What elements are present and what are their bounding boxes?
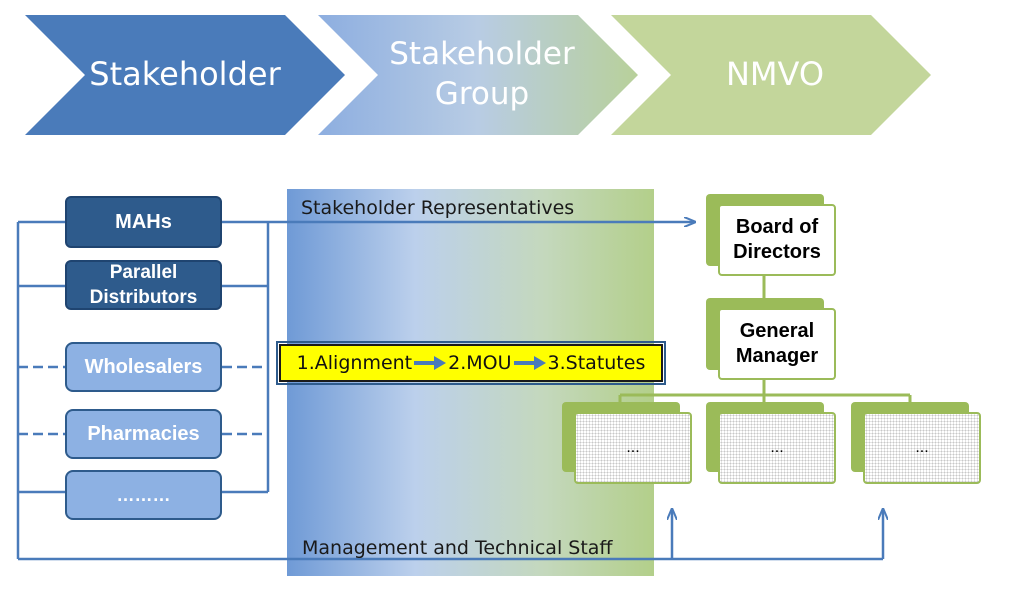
step-mou: 2.MOU (448, 352, 512, 374)
gm-line1: General (739, 320, 815, 342)
unit-box-1: ... (574, 412, 692, 484)
stakeholder-connectors (16, 220, 883, 561)
staff-label: Management and Technical Staff (302, 537, 613, 559)
chevron-stakeholder (25, 15, 345, 135)
org-connectors (618, 275, 912, 402)
stakeholder-group-band (287, 189, 654, 576)
chevron-label-stakeholder-group-line2: Group (434, 76, 530, 112)
chevron-label-stakeholder: Stakeholder (89, 55, 281, 93)
arrow-right-icon (513, 356, 546, 370)
chevron-label-stakeholder-group-line1: Stakeholder (389, 36, 575, 72)
mahs-box: MAHs (65, 196, 222, 248)
more-stakeholders-box: ……… (65, 470, 222, 520)
board-of-directors-box: Board of Directors (718, 204, 836, 276)
board-line2: Directors (733, 241, 821, 263)
chevron-nmvo (611, 15, 931, 135)
arrow-right-icon (414, 356, 447, 370)
general-manager-box: General Manager (718, 308, 836, 380)
parallel-line2: Distributors (89, 287, 198, 308)
board-line1: Board of (735, 216, 819, 238)
parallel-distributors-box: Parallel Distributors (65, 260, 222, 310)
step-alignment: 1.Alignment (296, 352, 413, 374)
chevron-stakeholder-group (318, 15, 638, 135)
pharmacies-box: Pharmacies (65, 409, 222, 459)
wholesalers-box: Wholesalers (65, 342, 222, 392)
gm-line2: Manager (735, 345, 819, 367)
unit-box-3: ... (863, 412, 981, 484)
dashed-connectors (18, 365, 268, 436)
representatives-label: Stakeholder Representatives (301, 197, 575, 219)
process-steps-box: 1.Alignment 2.MOU 3.Statutes (276, 341, 666, 385)
chevron-label-stakeholder-group: Stakeholder Group (362, 34, 602, 114)
chevron-label-nmvo: NMVO (725, 55, 825, 93)
parallel-line1: Parallel (109, 262, 178, 283)
step-statutes: 3.Statutes (547, 352, 646, 374)
unit-box-2: ... (718, 412, 836, 484)
